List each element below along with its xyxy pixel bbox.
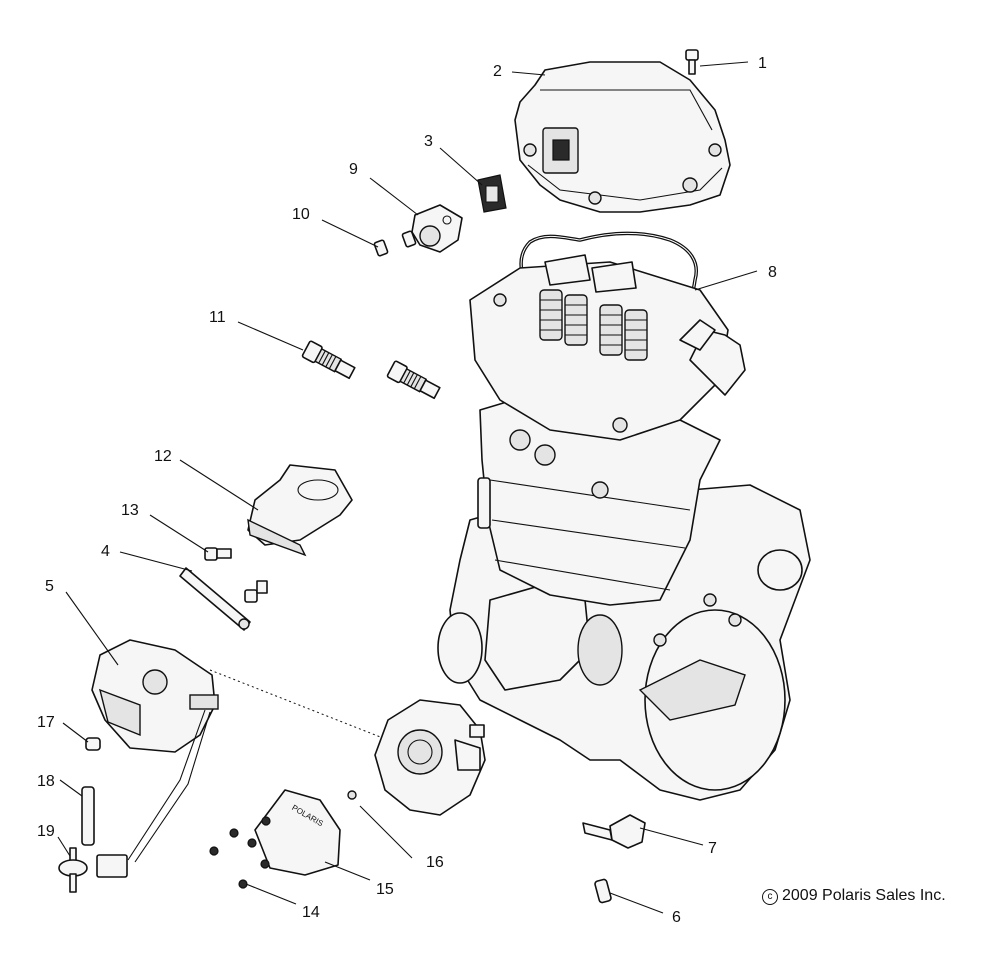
callout-2: 2 — [493, 63, 502, 80]
sensor-part-9 — [411, 204, 463, 253]
callout-14: 14 — [302, 904, 320, 921]
fitting-part-19 — [58, 847, 88, 893]
intake-boot-part-12 — [247, 464, 353, 557]
bolts-part-10 — [373, 230, 417, 257]
bolt-part-1 — [685, 49, 699, 75]
copyright-symbol: c — [762, 889, 778, 905]
callout-10: 10 — [292, 206, 310, 223]
screws-part-14 — [209, 816, 271, 889]
engine-assembly — [437, 254, 811, 801]
callout-13: 13 — [121, 502, 139, 519]
valve-springs — [539, 289, 648, 361]
throttle-body-part-5 — [91, 639, 219, 878]
plug-part-6 — [594, 878, 612, 904]
callout-19: 19 — [37, 823, 55, 840]
seal-part-3 — [477, 174, 507, 213]
callout-9: 9 — [349, 161, 358, 178]
callout-18: 18 — [37, 773, 55, 790]
callout-12: 12 — [154, 448, 172, 465]
callout-17: 17 — [37, 714, 55, 731]
tube-part-18 — [81, 786, 95, 846]
callout-5: 5 — [45, 578, 54, 595]
callout-11: 11 — [209, 309, 226, 326]
callout-1: 1 — [758, 55, 767, 72]
valve-cover — [514, 61, 731, 213]
fitting-part-7 — [582, 814, 646, 849]
callout-4: 4 — [101, 543, 110, 560]
bolts-part-13 — [204, 547, 268, 603]
pin-part-4 — [179, 567, 251, 631]
cap-part-17 — [85, 737, 101, 751]
callout-6: 6 — [672, 909, 681, 926]
throttle-assembly-part-16 — [347, 699, 486, 816]
callout-8: 8 — [768, 264, 777, 281]
callout-labels: 1 2 3 9 10 8 11 12 13 4 5 17 18 19 16 15… — [37, 55, 777, 926]
callout-3: 3 — [424, 133, 433, 150]
callout-7: 7 — [708, 840, 717, 857]
callout-16: 16 — [426, 854, 444, 871]
cover-part-15: POLARIS — [254, 789, 341, 876]
spark-plugs-part-11 — [301, 340, 441, 400]
callout-15: 15 — [376, 881, 394, 898]
copyright-text: 2009 Polaris Sales Inc. — [782, 887, 946, 904]
leader-lines — [57, 61, 758, 914]
